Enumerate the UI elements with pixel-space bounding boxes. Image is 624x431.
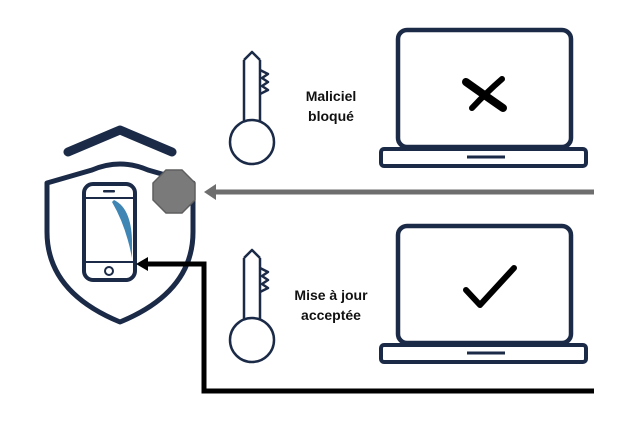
accepted-arrow: [136, 257, 594, 394]
blocked-arrow: [204, 184, 594, 200]
malware-blocked-label: Maliciel bloqué: [296, 86, 366, 126]
key-icon-bottom: [228, 248, 276, 364]
update-accepted-line1: Mise à jour: [294, 287, 368, 303]
laptop-icon-bottom: [379, 223, 588, 364]
smartphone-icon: [82, 182, 137, 282]
cross-mark-icon: [462, 76, 507, 112]
laptop-icon-top: [379, 27, 588, 168]
shield-icon: [44, 125, 196, 325]
shield-chevron: [63, 125, 177, 157]
update-accepted-line2: acceptée: [301, 307, 361, 323]
check-mark-icon: [463, 265, 517, 308]
key-icon-top: [228, 50, 276, 166]
update-accepted-label: Mise à jour acceptée: [286, 285, 376, 325]
stop-octagon-icon: [152, 169, 196, 214]
malware-blocked-line1: Maliciel: [305, 88, 357, 104]
malware-blocked-line2: bloqué: [308, 108, 354, 124]
shield-outline: [44, 161, 196, 325]
phone-screen-accent: [112, 200, 132, 258]
